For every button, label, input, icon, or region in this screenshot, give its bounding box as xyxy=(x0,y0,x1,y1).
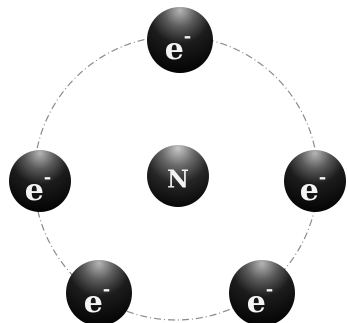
electron-left: e- xyxy=(9,150,71,212)
nucleus-label: N xyxy=(167,165,189,194)
electron-bottom-right: e- xyxy=(229,260,295,323)
nucleus: N xyxy=(147,145,209,207)
electron-top: e- xyxy=(147,7,213,73)
electron-bottom-left: e- xyxy=(66,260,132,323)
electron-right: e- xyxy=(284,150,346,212)
